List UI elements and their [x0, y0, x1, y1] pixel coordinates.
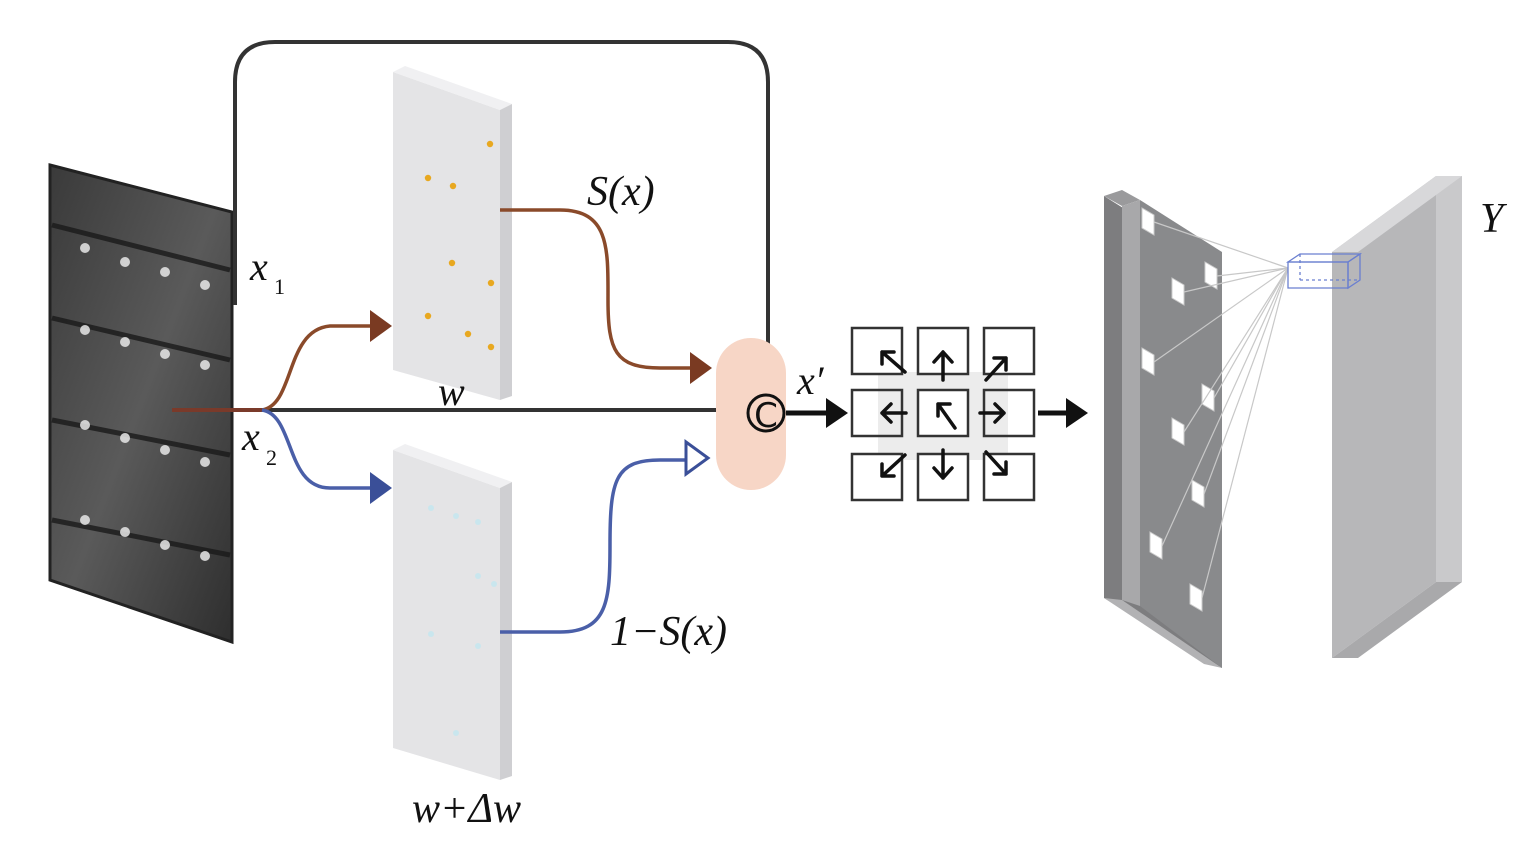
- label-one-minus-s: 1−S(x): [610, 609, 727, 655]
- svg-text:1: 1: [274, 274, 285, 299]
- lower-out-arrowhead: [684, 439, 711, 477]
- label-w: w: [438, 369, 465, 414]
- label-x1: x 1: [249, 244, 285, 299]
- concat-background: [716, 338, 786, 490]
- concat-to-grid-arrowhead: [826, 398, 848, 428]
- label-output-y: Y: [1480, 196, 1508, 242]
- svg-text:2: 2: [266, 445, 277, 470]
- output-feature-map-icon: [1104, 176, 1462, 668]
- upper-branch-in-line: [261, 324, 372, 412]
- upper-weight-panel: [393, 66, 512, 400]
- upper-out-arrowhead: [690, 352, 712, 384]
- label-x-prime: x′: [796, 358, 825, 403]
- skip-connection-line: [233, 40, 770, 378]
- label-w-plus-dw: w+Δw: [412, 786, 521, 832]
- concat-symbol: C: [754, 396, 778, 436]
- concat-node: [746, 393, 786, 433]
- deformable-conv-arrows-icon: [850, 326, 1036, 502]
- upper-branch-out-line: [500, 208, 692, 370]
- lower-weight-panel: [393, 444, 512, 780]
- lower-branch-out-line: [500, 458, 690, 634]
- upper-branch-arrowhead: [370, 310, 392, 342]
- grid-to-output-arrowhead: [1066, 398, 1088, 428]
- input-image-icon: [48, 163, 234, 645]
- svg-text:x: x: [241, 414, 260, 459]
- lower-branch-arrowhead: [370, 472, 392, 504]
- lower-branch-in-line: [261, 408, 372, 490]
- label-s-of-x: S(x): [587, 169, 655, 215]
- svg-text:x: x: [249, 244, 268, 289]
- label-x2: x 2: [241, 414, 277, 470]
